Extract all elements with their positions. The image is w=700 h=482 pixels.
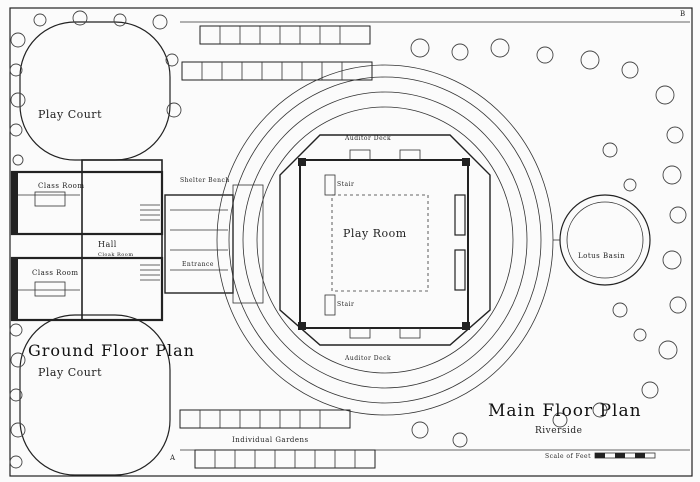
auditor-deck-top-label: Auditor Deck <box>344 135 391 142</box>
entrance-hatch <box>170 209 228 271</box>
left-shrubbery <box>9 10 182 469</box>
top-garden-bed-dividers <box>201 26 343 80</box>
auditor-deck-bottom-label: Auditor Deck <box>344 355 391 362</box>
stair-top-label: Stair <box>337 181 354 188</box>
stair-bottom-label: Stair <box>337 301 354 308</box>
bottom-garden-beds <box>179 409 376 469</box>
play-room-walls <box>299 159 469 329</box>
play-court-bottom-label: Play Court <box>38 366 102 379</box>
main-floor-plan-subtitle: Riverside <box>535 426 582 436</box>
lotus-basin-outer <box>559 194 651 286</box>
bottom-garden-bed-dividers <box>199 410 356 468</box>
ground-floor-building <box>10 159 164 322</box>
class-room-top-label: Class Room <box>38 182 85 190</box>
main-floor-plan-title: Main Floor Plan <box>488 401 642 421</box>
top-garden-beds <box>181 25 373 81</box>
play-court-top-outline <box>19 21 171 161</box>
scale-bar <box>594 452 656 459</box>
hall-sub-label: Cloak Room <box>98 252 134 258</box>
play-court-bottom-outline <box>19 314 171 476</box>
corner-mark-bottom: A <box>169 454 176 462</box>
shelter-bench-label: Shelter Bench <box>180 177 230 184</box>
individual-gardens-label: Individual Gardens <box>232 436 309 444</box>
right-shrubbery <box>410 38 687 448</box>
scale-label: Scale of Feet <box>545 453 591 460</box>
lotus-basin-label: Lotus Basin <box>578 252 625 260</box>
auditor-deck-outline <box>279 134 491 346</box>
class-room-bottom-label: Class Room <box>32 269 79 277</box>
play-room-floor <box>331 194 429 292</box>
play-court-top-label: Play Court <box>38 108 102 121</box>
drawing-border <box>9 7 693 477</box>
play-room-piers <box>298 149 470 339</box>
shelter-bench-block <box>232 184 264 304</box>
play-room-label: Play Room <box>343 227 407 240</box>
concentric-rings <box>216 64 554 416</box>
hall-label: Hall <box>98 240 117 249</box>
corner-mark-top: B <box>680 10 686 18</box>
entrance-label: Entrance <box>182 261 214 268</box>
lotus-basin-inner <box>566 201 644 279</box>
ground-floor-plan-title: Ground Floor Plan <box>28 341 195 360</box>
